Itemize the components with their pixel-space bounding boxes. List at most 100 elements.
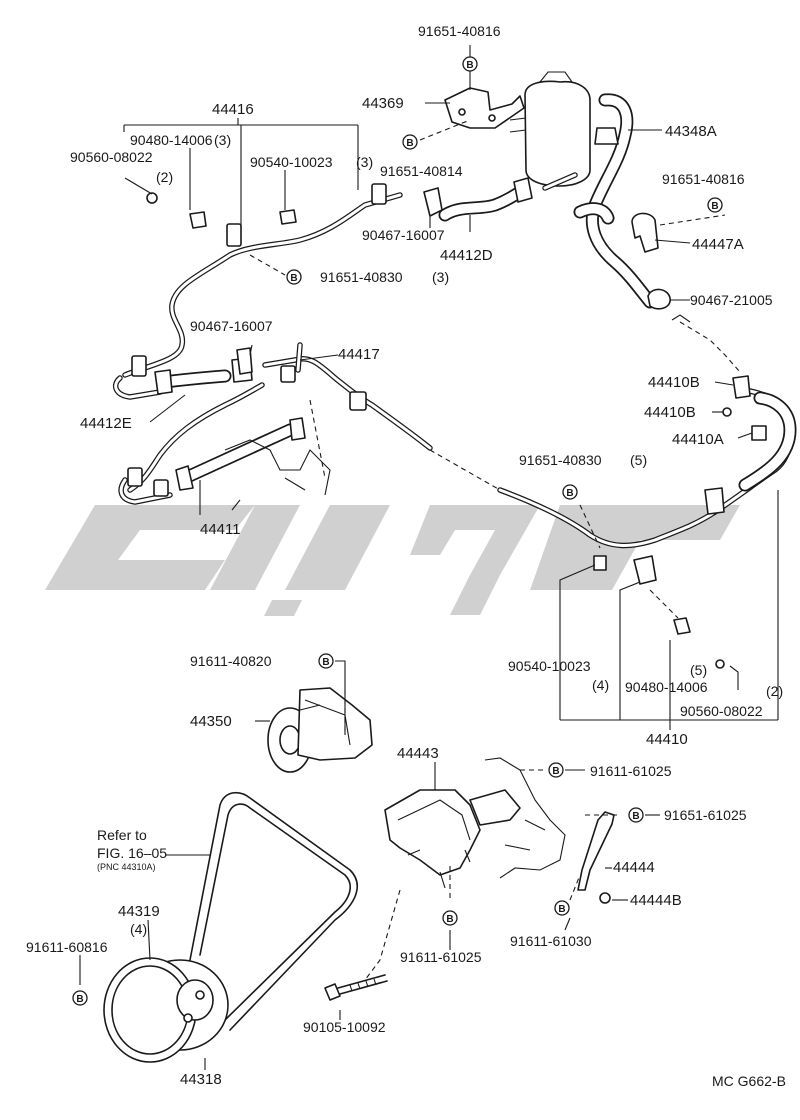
pressure-pipe-44410 bbox=[497, 375, 797, 669]
b-marks: B B B B B B B B B B B bbox=[72, 56, 723, 1006]
pipe-end-top-right bbox=[671, 314, 691, 323]
label-44410B: 44410B bbox=[648, 374, 700, 391]
label-44416: 44416 bbox=[212, 101, 254, 118]
label-qty: (2) bbox=[156, 169, 173, 185]
label-44319: 44319 bbox=[118, 903, 160, 920]
label-qty: (5) bbox=[690, 662, 707, 678]
label-91651-40816-top: 91651-40816 bbox=[418, 23, 501, 39]
pulley-44319 bbox=[103, 957, 229, 1063]
leader-44410B bbox=[679, 321, 741, 373]
label-44444: 44444 bbox=[613, 859, 655, 876]
label-91651-40814: 91651-40814 bbox=[380, 163, 463, 179]
label-44410B: 44410B bbox=[644, 404, 696, 421]
label-44412D: 44412D bbox=[440, 247, 493, 264]
label-44410: 44410 bbox=[646, 731, 688, 748]
reservoir-tank bbox=[509, 71, 591, 191]
label-91611-40820: 91611-40820 bbox=[190, 653, 272, 669]
diagram-code: MC G662-B bbox=[712, 1073, 786, 1089]
label-44410A: 44410A bbox=[672, 431, 724, 448]
hose-44412D bbox=[423, 177, 533, 222]
label-qty: (4) bbox=[592, 677, 609, 693]
refer-note-line1: Refer to bbox=[97, 827, 147, 843]
pipe-44417 bbox=[262, 342, 433, 451]
svg-text:B: B bbox=[566, 488, 573, 499]
fasteners bbox=[146, 192, 297, 375]
label-91651-61025: 91651-61025 bbox=[664, 807, 747, 823]
svg-text:B: B bbox=[466, 60, 473, 71]
clamp-44447A bbox=[631, 212, 659, 253]
svg-text:B: B bbox=[558, 904, 565, 915]
refer-note-line3: (PNC 44310A) bbox=[97, 862, 156, 872]
bolt-90105-10092 bbox=[324, 974, 388, 1001]
label-90105-10092: 90105-10092 bbox=[303, 1019, 386, 1035]
label-90467-16007-mid: 90467-16007 bbox=[190, 318, 273, 334]
b-mark-icon: B bbox=[318, 653, 334, 669]
b-mark-icon: B bbox=[707, 197, 723, 213]
label-44447A: 44447A bbox=[692, 236, 744, 253]
svg-text:B: B bbox=[406, 138, 413, 149]
b-mark-icon: B bbox=[442, 910, 458, 926]
b-mark-icon: B bbox=[402, 134, 418, 150]
label-44417: 44417 bbox=[338, 346, 380, 363]
b-mark-icon: B bbox=[548, 762, 564, 778]
b-mark-icon: B bbox=[562, 484, 578, 500]
clamp-90467-21005 bbox=[647, 288, 671, 310]
label-90480-14006-top: 90480-14006 bbox=[130, 132, 213, 148]
hose-44412E bbox=[154, 357, 253, 395]
label-91611-60816: 91611-60816 bbox=[26, 939, 108, 955]
b-mark-icon: B bbox=[554, 900, 570, 916]
label-qty: (5) bbox=[630, 452, 647, 468]
label-44350: 44350 bbox=[190, 713, 232, 730]
label-90560-08022-bot: 90560-08022 bbox=[680, 703, 763, 719]
svg-text:B: B bbox=[711, 201, 718, 212]
label-90540-10023-top: 90540-10023 bbox=[250, 154, 333, 170]
label-90480-14006-bot: 90480-14006 bbox=[625, 679, 708, 695]
return-pipe bbox=[118, 382, 265, 505]
label-91651-40830-top: 91651-40830 bbox=[320, 269, 403, 285]
label-44318: 44318 bbox=[180, 1071, 222, 1088]
label-90540-10023-bot: 90540-10023 bbox=[508, 658, 591, 674]
engine-outline-mid bbox=[224, 439, 331, 511]
label-91611-61030: 91611-61030 bbox=[510, 933, 592, 949]
refer-note-line2: FIG. 16–05 bbox=[97, 845, 167, 861]
leader-lines bbox=[79, 45, 779, 1070]
hose-44411 bbox=[175, 417, 306, 491]
b-mark-icon: B bbox=[286, 269, 302, 285]
label-44369: 44369 bbox=[362, 95, 404, 112]
label-44412E: 44412E bbox=[80, 415, 132, 432]
svg-text:B: B bbox=[446, 914, 453, 925]
svg-text:B: B bbox=[290, 273, 297, 284]
label-90467-16007-top: 90467-16007 bbox=[362, 227, 445, 243]
label-qty: (3) bbox=[214, 132, 231, 148]
label-qty: (3) bbox=[432, 269, 449, 285]
drive-belt bbox=[189, 791, 359, 1031]
label-qty: (3) bbox=[356, 154, 373, 170]
svg-text:B: B bbox=[76, 994, 83, 1005]
part-labels: 91651-40816 44416 44369 90480-14006 (3) … bbox=[26, 23, 786, 1089]
b-mark-icon: B bbox=[628, 807, 644, 823]
pressure-pipe-44416 bbox=[112, 183, 403, 400]
label-91611-61025-top: 91611-61025 bbox=[590, 763, 672, 779]
bracket-44443 bbox=[384, 757, 566, 889]
svg-text:B: B bbox=[632, 811, 639, 822]
label-44348A: 44348A bbox=[665, 123, 717, 140]
hose-44348A bbox=[573, 93, 657, 309]
svg-text:B: B bbox=[552, 766, 559, 777]
label-44411: 44411 bbox=[200, 521, 241, 538]
label-91651-40830-mid: 91651-40830 bbox=[519, 452, 602, 468]
label-91611-61025-bot: 91611-61025 bbox=[400, 949, 482, 965]
pump-44350 bbox=[267, 687, 373, 773]
label-90560-08022-top: 90560-08022 bbox=[70, 149, 153, 165]
label-91651-40816-right: 91651-40816 bbox=[662, 171, 745, 187]
b-mark-icon: B bbox=[72, 990, 88, 1006]
label-90467-21005: 90467-21005 bbox=[690, 292, 773, 308]
b-mark-icon: B bbox=[462, 56, 478, 72]
bracket-44369 bbox=[444, 87, 525, 129]
svg-text:B: B bbox=[322, 657, 329, 668]
label-44444B: 44444B bbox=[630, 892, 682, 909]
label-qty: (4) bbox=[130, 921, 147, 937]
adjusting-bar-44444 bbox=[577, 811, 615, 904]
label-44443: 44443 bbox=[397, 745, 439, 762]
